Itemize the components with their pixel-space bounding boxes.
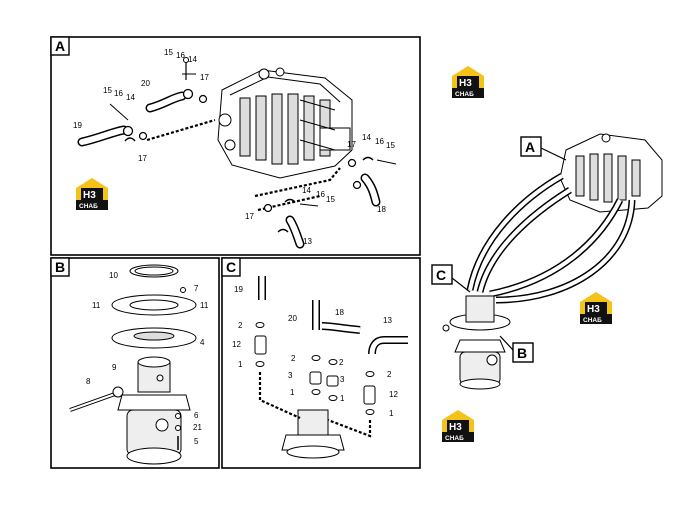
overview-hoses: [466, 172, 636, 304]
label-7: 7: [194, 284, 199, 293]
label-17: 17: [200, 73, 209, 82]
callout-a: A: [525, 139, 535, 155]
label-18: 18: [335, 308, 344, 317]
label-16: 16: [114, 89, 123, 98]
label-2: 2: [387, 370, 392, 379]
label-3: 3: [340, 375, 345, 384]
panel-c: C: [221, 257, 421, 469]
label-20: 20: [141, 79, 150, 88]
label-11: 11: [200, 301, 209, 310]
hose-19: [77, 125, 148, 147]
fitting-stack-right: [363, 336, 408, 415]
label-18: 18: [377, 205, 386, 214]
label-16: 16: [375, 137, 384, 146]
callout-c: C: [436, 267, 446, 283]
svg-text:H3: H3: [83, 190, 96, 201]
panel-a-letter: A: [55, 38, 65, 54]
svg-text:H3: H3: [449, 422, 462, 433]
logo: H3 CHAБ: [442, 410, 474, 442]
label-1: 1: [238, 360, 243, 369]
label-12: 12: [232, 340, 241, 349]
svg-text:CHAБ: CHAБ: [79, 203, 98, 210]
overview-drawing: A C B: [431, 133, 663, 390]
fitting-stack-middle: [309, 300, 361, 401]
hose-18: [347, 156, 381, 207]
label-17: 17: [245, 212, 254, 221]
label-11: 11: [92, 301, 101, 310]
callout-b: B: [517, 345, 527, 361]
label-15: 15: [103, 86, 112, 95]
label-19: 19: [234, 285, 243, 294]
fitting-stack-left: [254, 276, 267, 367]
label-20: 20: [288, 314, 297, 323]
logo: H3 CHAБ: [580, 292, 612, 324]
label-14: 14: [126, 93, 135, 102]
label-16: 16: [176, 51, 185, 60]
label-2: 2: [339, 358, 344, 367]
panel-a: A: [50, 36, 421, 256]
overview-valve: [559, 133, 663, 213]
svg-text:H3: H3: [587, 304, 600, 315]
overview-swivel: [442, 295, 511, 390]
label-15: 15: [386, 141, 395, 150]
label-21: 21: [193, 423, 202, 432]
label-10: 10: [109, 271, 118, 280]
hose-20: [145, 88, 208, 113]
label-13: 13: [303, 237, 312, 246]
label-3: 3: [288, 371, 293, 380]
label-14: 14: [362, 133, 371, 142]
label-13: 13: [383, 316, 392, 325]
label-15: 15: [326, 195, 335, 204]
label-6: 6: [194, 411, 199, 420]
label-8: 8: [86, 377, 91, 386]
svg-text:H3: H3: [459, 78, 472, 89]
label-2: 2: [291, 354, 296, 363]
control-valve: [217, 67, 353, 179]
label-2: 2: [238, 321, 243, 330]
panel-b: B 10 7 11 11 4 9 8 6: [50, 257, 220, 469]
label-1: 1: [290, 388, 295, 397]
svg-text:CHAБ: CHAБ: [455, 91, 474, 98]
label-15: 15: [164, 48, 173, 57]
label-5: 5: [194, 437, 199, 446]
label-16: 16: [316, 190, 325, 199]
label-17: 17: [138, 154, 147, 163]
label-14: 14: [188, 55, 197, 64]
svg-text:CHAБ: CHAБ: [583, 317, 602, 324]
label-17: 17: [347, 140, 356, 149]
svg-text:CHAБ: CHAБ: [445, 435, 464, 442]
panel-b-letter: B: [55, 259, 65, 275]
logo: H3 CHAБ: [452, 66, 484, 98]
logo: H3 CHAБ: [76, 178, 108, 210]
label-1: 1: [389, 409, 394, 418]
label-14: 14: [302, 186, 311, 195]
label-1: 1: [340, 394, 345, 403]
label-9: 9: [112, 363, 117, 372]
label-12: 12: [389, 390, 398, 399]
label-4: 4: [200, 338, 205, 347]
swivel-assembly: [111, 264, 197, 465]
swivel-top: [281, 409, 345, 459]
hose-13: [263, 198, 305, 249]
panel-c-letter: C: [226, 259, 236, 275]
label-19: 19: [73, 121, 82, 130]
